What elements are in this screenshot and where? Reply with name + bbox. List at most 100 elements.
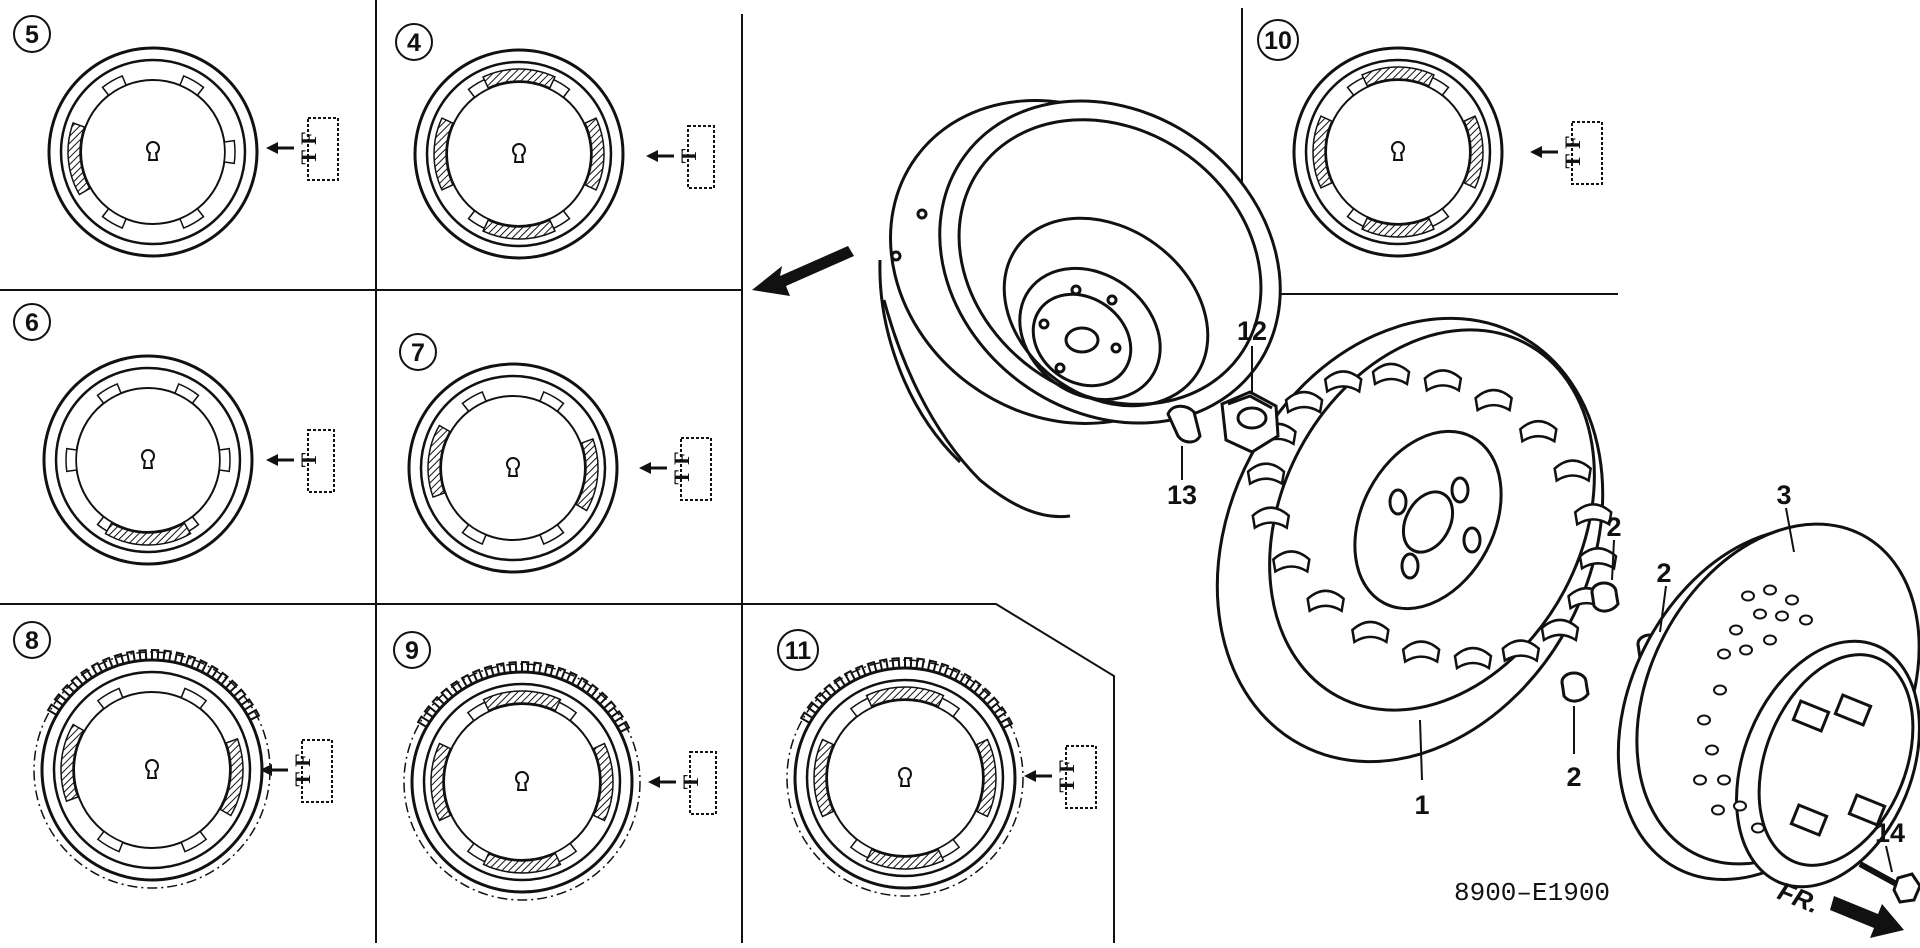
fan-blade [1323, 370, 1363, 394]
inset-label-9: 9 [393, 631, 431, 669]
reference-arrow [752, 246, 854, 296]
collar-upper [1590, 581, 1620, 613]
callout-14: 14 [1875, 818, 1905, 848]
pulley-hole [1705, 744, 1719, 756]
svg-text:T: T [678, 774, 703, 789]
callout-13: 13 [1167, 480, 1197, 510]
pulley-hole [1717, 774, 1731, 786]
inset-rotor-8: T F [33, 648, 333, 889]
fan-blade [1271, 550, 1311, 574]
fan-blade [1423, 369, 1463, 393]
fan-blade [1519, 419, 1558, 444]
fan-blade [1573, 503, 1613, 527]
fan-blade [1306, 589, 1345, 613]
svg-text:7: 7 [411, 339, 425, 367]
pulley-hole [1799, 614, 1813, 626]
callout-numbers: 12 13 1 2 2 2 3 14 [1167, 316, 1905, 848]
marking-11: T F [1054, 745, 1097, 809]
pulley-hole [1763, 634, 1777, 646]
svg-text:11: 11 [785, 637, 812, 665]
inset-rotor-7: T F [407, 362, 712, 574]
svg-text:T F: T F [290, 753, 315, 786]
callout-2-upper: 2 [1606, 512, 1621, 542]
pulley-hole [1753, 608, 1767, 620]
collar-lower [1560, 671, 1590, 703]
front-direction-indicator: FR. [1774, 876, 1904, 938]
inset-label-8: 8 [13, 621, 51, 659]
inset-label-10: 10 [1257, 19, 1299, 61]
fan-blade [1553, 459, 1593, 483]
inset-rotor-4: T [413, 48, 715, 260]
inset-label-7: 7 [399, 333, 437, 371]
pulley-hole [1763, 584, 1777, 596]
inset-rotor-11: T F [786, 656, 1097, 897]
inset-labels: 5 4 10 6 7 8 9 11 [13, 15, 1299, 671]
marking-4: T [676, 125, 715, 189]
pulley-hole [1775, 610, 1789, 622]
pulley-hole [1697, 714, 1711, 726]
fan-blade [1284, 390, 1324, 415]
pulley-hole [1693, 774, 1707, 786]
marking-6: T [296, 429, 335, 493]
fan-blade [1251, 506, 1291, 530]
pulley-hole [1711, 804, 1725, 816]
pulley-hole [1717, 648, 1731, 660]
fan-blade [1453, 646, 1493, 671]
fan-blade [1351, 620, 1390, 644]
diagram-code: 8900–E1900 [1454, 878, 1610, 908]
starter-pulley-drawing [1616, 522, 1920, 889]
pulley-holes [1693, 584, 1813, 834]
inset-label-5: 5 [13, 15, 51, 53]
svg-text:T F: T F [669, 451, 694, 484]
pulley-hole [1785, 594, 1799, 606]
flywheel-drawing [878, 99, 1282, 519]
marking-10: T F [1560, 121, 1603, 185]
fan-blade [1371, 362, 1411, 387]
callout-3: 3 [1776, 480, 1791, 510]
pulley-hole [1741, 590, 1755, 602]
svg-text:9: 9 [405, 637, 419, 665]
svg-text:4: 4 [407, 29, 421, 57]
fan-blades [1246, 362, 1618, 671]
fan-blade [1501, 639, 1541, 663]
pulley-hole [1713, 684, 1727, 696]
leader-lines [1181, 346, 1893, 873]
pulley-hole [1739, 644, 1753, 656]
fan-blade [1474, 388, 1513, 413]
svg-text:T F: T F [1560, 135, 1585, 168]
svg-text:T: T [676, 148, 701, 163]
inset-label-11: 11 [777, 629, 819, 671]
svg-text:5: 5 [25, 21, 39, 49]
fan-blade [1540, 618, 1580, 642]
svg-text:T: T [296, 452, 321, 467]
svg-text:T F: T F [296, 131, 321, 164]
pulley-hole [1729, 624, 1743, 636]
marking-7: T F [669, 437, 712, 501]
fan-blade [1578, 547, 1618, 571]
inset-rotor-6: T [42, 354, 335, 566]
marking-9: T [678, 751, 717, 815]
inset-label-6: 6 [13, 303, 51, 341]
inset-rotor-10: T F [1292, 46, 1603, 258]
svg-text:6: 6 [25, 309, 39, 337]
pulley-hole [1733, 800, 1747, 812]
fan-blade [1401, 640, 1441, 664]
inset-rotor-5: T F [47, 46, 339, 258]
svg-text:10: 10 [1264, 27, 1292, 55]
flywheel-nut-drawing [1220, 390, 1280, 454]
pulley-hole [1751, 822, 1765, 834]
woodruff-key-drawing [1166, 404, 1202, 444]
marking-5: T F [296, 117, 339, 181]
marking-8: T F [290, 739, 333, 803]
callout-2-lower: 2 [1566, 762, 1581, 792]
svg-text:T F: T F [1054, 759, 1079, 792]
callout-2-middle: 2 [1656, 558, 1671, 588]
callout-1: 1 [1414, 790, 1429, 820]
inset-rotor-9: T [403, 660, 717, 901]
flange-bolt-drawing [1858, 861, 1920, 904]
svg-text:8: 8 [25, 627, 39, 655]
fan-blade [1246, 462, 1286, 486]
inset-label-4: 4 [395, 23, 433, 61]
